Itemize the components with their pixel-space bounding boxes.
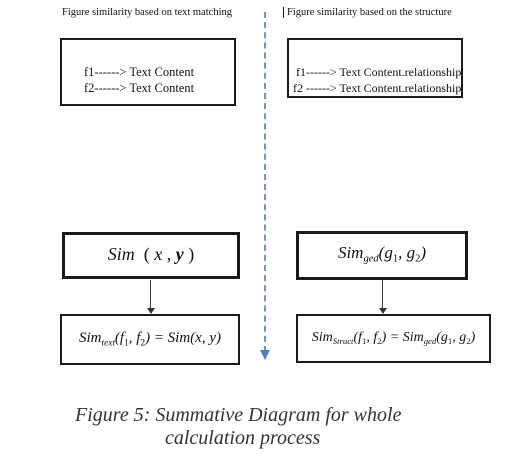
sim-rparen: ) [188,244,195,264]
figure-caption-line-2: calculation process [165,427,321,449]
left-arrow-head [146,308,155,314]
right-sim-struct-formula: SimStruct(f1, f2) = Simged(g1, g2) [298,330,489,346]
figure-caption-line-1: Figure 5: Summative Diagram for whole [75,404,402,426]
left-box-line-2: f2------> Text Content [84,81,195,95]
sim-struct-s1: 1 [362,336,367,347]
sim-ged-open: (g [378,243,393,262]
sim-y: y [175,244,184,264]
right-heading: Figure similarity based on the structure [283,7,452,18]
left-sim-text-formula: Simtext(f1, f2) = Sim(x, y) [62,330,238,348]
sim-ged-label: Sim [337,243,364,262]
sim-struct-s3: 1 [447,336,453,347]
sim-ged-close: ) [420,243,427,262]
sim-text-s2: 2 [140,338,146,349]
sim-text-sub: text [101,338,115,349]
sim-struct-sub: Struct [332,336,354,347]
right-arrow-head [378,308,387,314]
sim-ged-sub: ged [363,253,379,265]
right-sim-formula: Simged(g1, g2) [299,243,465,265]
sim-struct-args: (f [353,330,363,345]
left-arrow-line [150,280,151,308]
right-box-line-2: f2 ------> Text Content.relationship [293,81,462,95]
sim-struct-eq: ) = Sim [381,330,424,345]
right-arrow-line [382,280,383,308]
sim-comma: , [166,244,172,264]
right-box-line-1: f1------> Text Content.relationship [296,65,462,79]
sim-struct-args2: (g [436,330,448,345]
right-text-content-box: f1------> Text Content.relationship f2 -… [287,38,463,98]
sim-struct-sub2: ged [423,336,437,347]
sim-lparen: ( [143,244,150,264]
right-sim-struct-box: SimStruct(f1, f2) = Simged(g1, g2) [296,314,491,363]
left-sim-formula: Sim ( x , y ) [65,244,237,265]
sim-ged-s2: 2 [415,253,421,265]
sim-text-mid: , f [128,330,141,346]
sim-struct-close: ) [470,330,476,345]
sim-struct-s4: 2 [466,336,471,347]
sim-ged-mid: , g [398,243,416,262]
sim-x: x [154,244,163,264]
sim-text-label: Sim [78,330,102,346]
sim-struct-mid: , f [366,330,378,345]
sim-struct-label: Sim [311,330,333,345]
sim-text-s1: 1 [124,338,129,349]
sim-text-args: (f [114,330,125,346]
right-sim-ged-box: Simged(g1, g2) [296,231,468,280]
sim-struct-s2: 2 [377,336,382,347]
sim-struct-mid2: , g [452,330,467,345]
sim-text-rhs: ) = Sim(x, y) [145,330,221,346]
sim-ged-s1: 1 [392,253,399,265]
left-sim-text-box: Simtext(f1, f2) = Sim(x, y) [60,314,240,365]
center-divider [264,12,266,352]
sim-label: Sim [107,244,135,264]
left-sim-box: Sim ( x , y ) [62,232,240,279]
left-heading: Figure similarity based on text matching [62,7,233,18]
divider-arrow-head [260,350,270,360]
left-box-line-1: f1------> Text Content [84,65,195,79]
left-text-content-box: f1------> Text Content f2------> Text Co… [60,38,236,106]
